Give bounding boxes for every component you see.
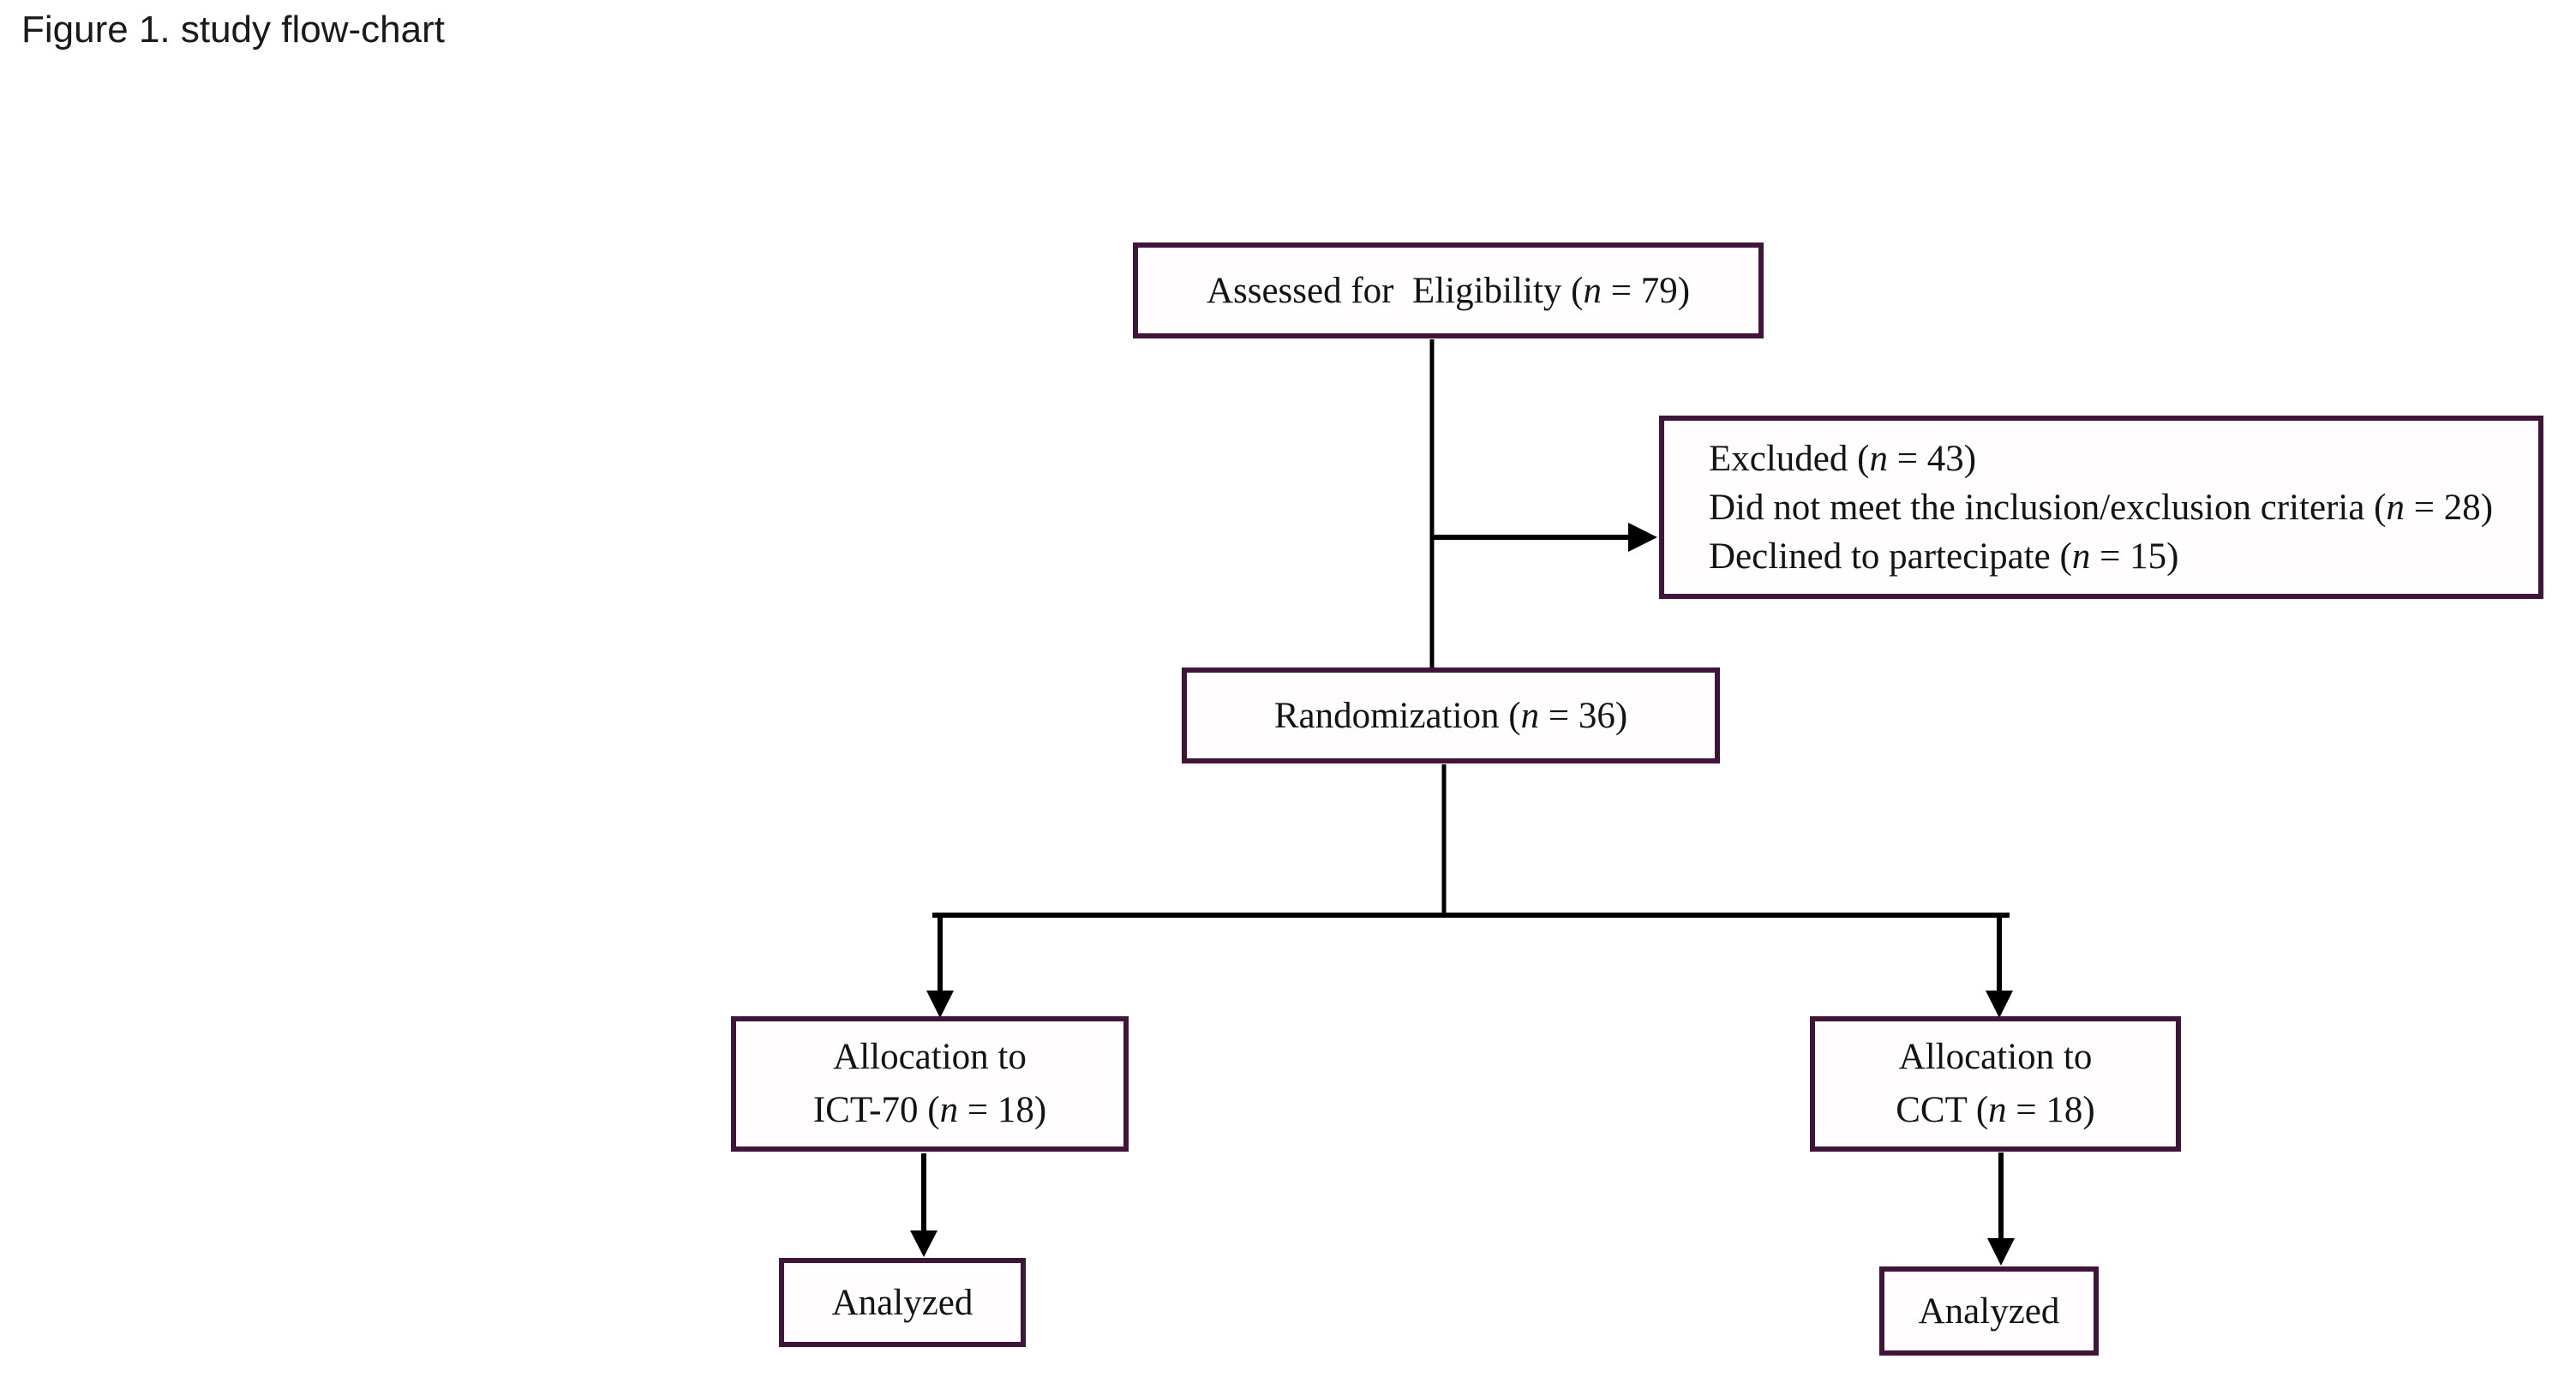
node-text-line: Assessed for Eligibility (n = 79) — [1206, 270, 1691, 311]
node-text-line: Analyzed — [1918, 1290, 2060, 1332]
node-text-line: Allocation to — [833, 1037, 1027, 1077]
node-excluded: Excluded (n = 43) Did not meet the inclus… — [1659, 416, 2543, 599]
node-analyzed-cct: Analyzed — [1879, 1266, 2099, 1356]
arrowhead-analyzed-cct — [1987, 1238, 2015, 1266]
arrowhead-allocation-cct — [1986, 991, 2013, 1018]
node-text-line: Randomization (n = 36) — [1273, 695, 1628, 736]
node-randomization: Randomization (n = 36) — [1182, 668, 1720, 763]
node-text-line: Did not meet the inclusion/exclusion cri… — [1709, 487, 2494, 528]
node-assessed-for-eligibility: Assessed for Eligibility (n = 79) — [1133, 242, 1764, 338]
arrowhead-excluded — [1628, 523, 1657, 552]
node-allocation-ict70: Allocation to ICT-70 (n = 18) — [731, 1016, 1129, 1152]
node-analyzed-ict70: Analyzed — [779, 1258, 1026, 1347]
node-text-line: Excluded (n = 43) — [1709, 438, 1977, 479]
figure-caption: Figure 1. study flow-chart — [21, 9, 445, 51]
node-text-line: Analyzed — [831, 1282, 973, 1323]
node-text-line: Declined to partecipate (n = 15) — [1709, 536, 2179, 577]
node-text-line: Allocation to — [1898, 1037, 2093, 1077]
node-allocation-cct: Allocation to CCT (n = 18) — [1810, 1016, 2181, 1152]
node-text-line: CCT (n = 18) — [1896, 1090, 2095, 1130]
arrowhead-analyzed-ict70 — [910, 1230, 938, 1257]
arrowhead-allocation-ict70 — [926, 991, 954, 1018]
node-text-line: ICT-70 (n = 18) — [812, 1090, 1047, 1130]
